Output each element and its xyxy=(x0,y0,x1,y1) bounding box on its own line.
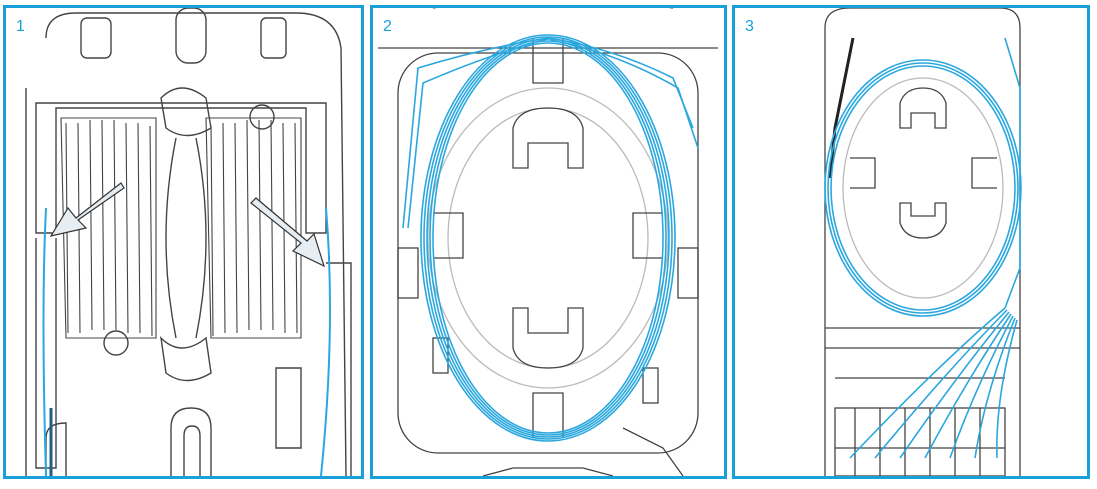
step-2-panel: 2 xyxy=(370,5,727,479)
splice-tray-diagram xyxy=(25,8,352,476)
step-number: 3 xyxy=(745,18,754,35)
splice-tray-diagram xyxy=(824,8,1022,476)
step-number: 2 xyxy=(383,18,392,35)
step-1-panel: 1 xyxy=(3,5,364,479)
splice-tray-diagram xyxy=(378,8,718,476)
step-number: 1 xyxy=(16,18,25,35)
step-3-panel: 3 xyxy=(732,5,1090,479)
